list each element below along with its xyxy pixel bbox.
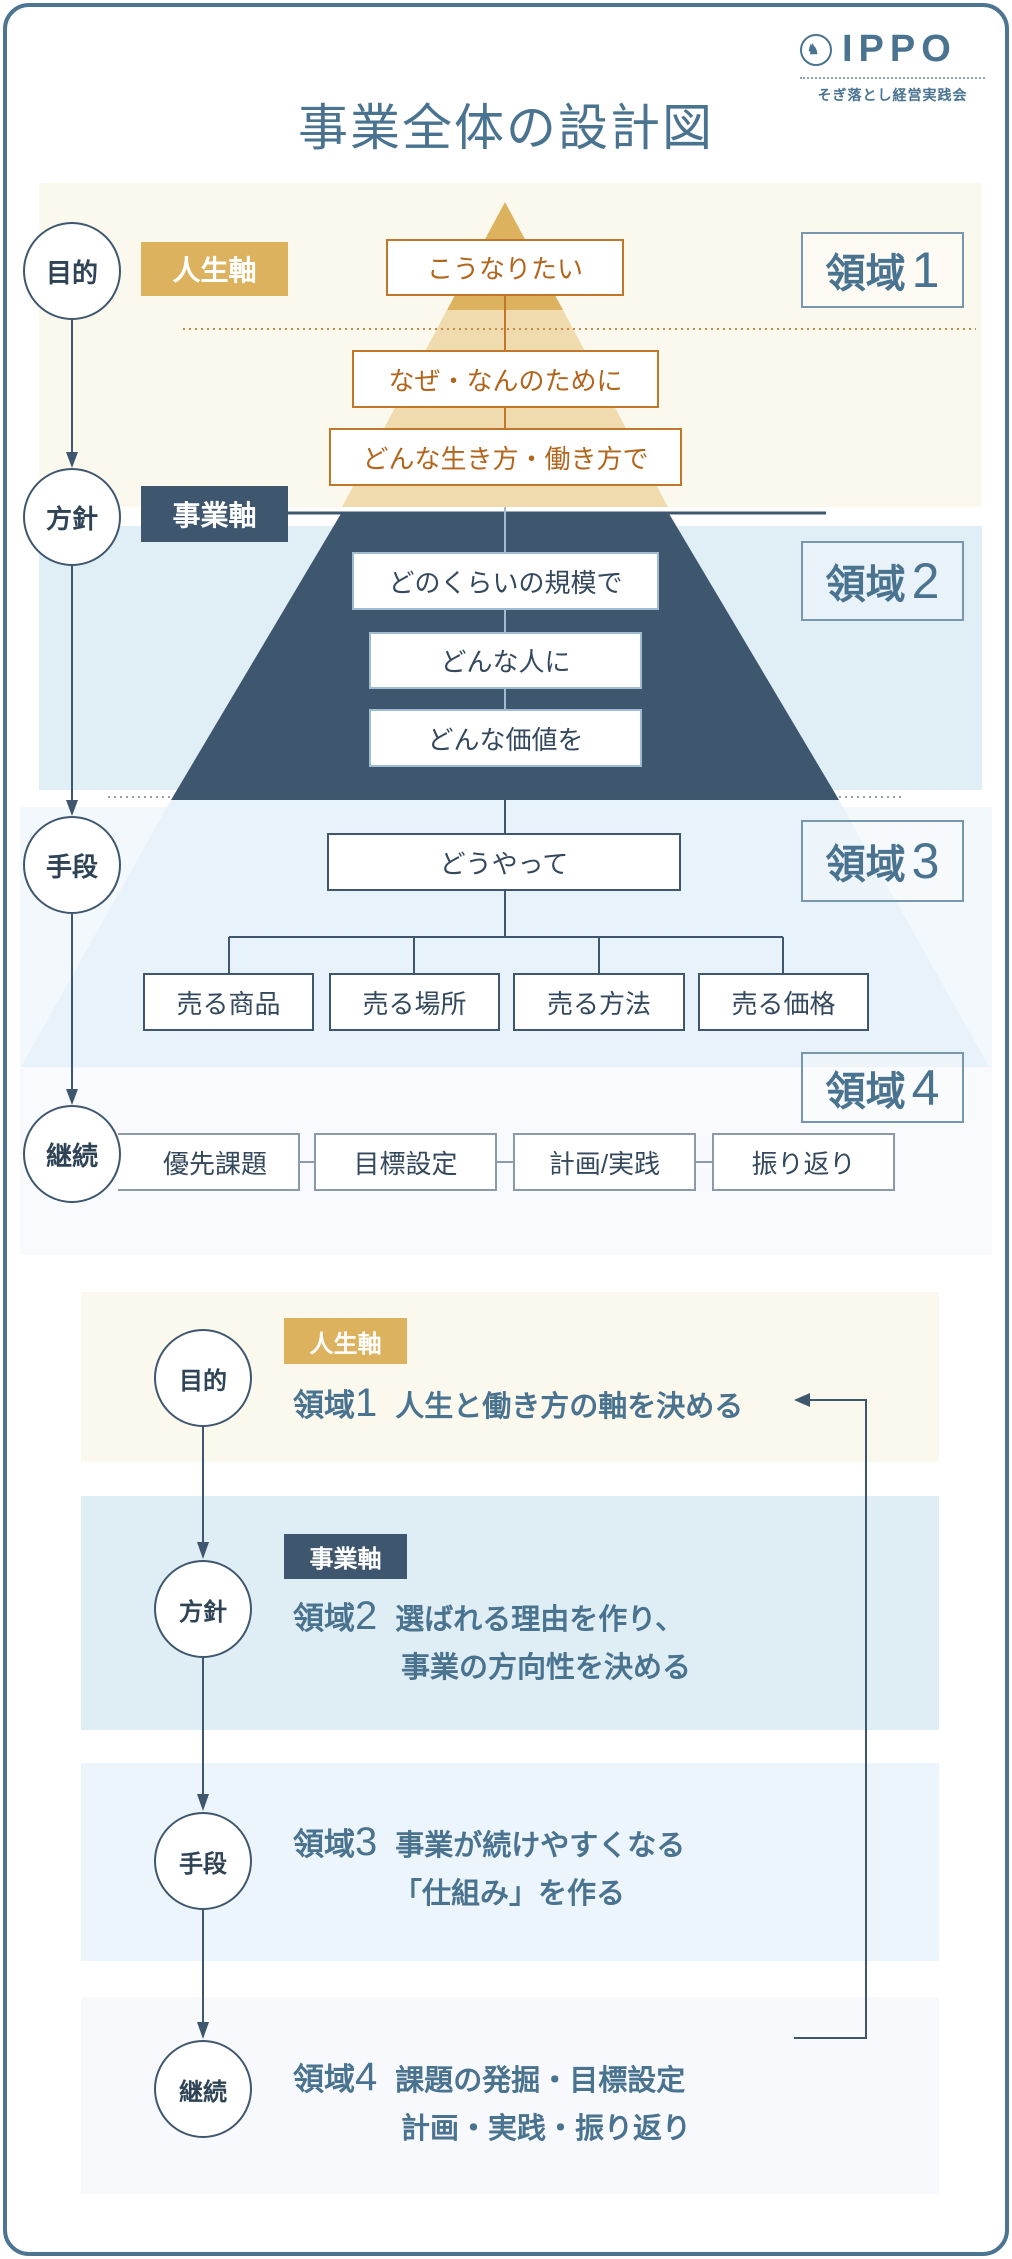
- logo: ♞ IPPO そぎ落とし経営実践会: [800, 28, 985, 105]
- life-box-how-to-live: どんな生き方・働き方で: [329, 428, 682, 486]
- method-child-product: 売る商品: [143, 973, 314, 1031]
- stage-circle-means: 手段: [23, 816, 121, 914]
- business-box-value: どんな価値を: [369, 709, 642, 767]
- life-axis-label: 人生軸: [141, 242, 288, 296]
- summary-business-axis: 事業軸: [284, 1534, 407, 1579]
- summary-circle-purpose: 目的: [154, 1329, 252, 1427]
- stage-flow-arrows: [66, 320, 78, 1105]
- summary-arrows: [197, 1393, 867, 2039]
- life-box-why: なぜ・なんのために: [352, 350, 659, 408]
- method-box: どうやって: [327, 833, 681, 891]
- continue-step-goal: 目標設定: [314, 1133, 497, 1191]
- feedback-loop-arrow: [794, 1399, 867, 2039]
- page-title: 事業全体の設計図: [298, 100, 714, 156]
- life-box-aspiration: こうなりたい: [386, 239, 624, 296]
- logo-divider: [800, 77, 985, 79]
- summary-circle-continue: 継続: [154, 2040, 252, 2138]
- logo-subtitle: そぎ落とし経営実践会: [817, 87, 968, 103]
- method-child-price: 売る価格: [698, 973, 869, 1031]
- summary-circle-means: 手段: [154, 1812, 252, 1910]
- continue-step-plan: 計画/実践: [513, 1133, 696, 1191]
- logo-name: IPPO: [842, 28, 957, 70]
- stage-circle-continue: 継続: [23, 1105, 121, 1203]
- continue-step-priority: 優先課題: [118, 1133, 300, 1191]
- continue-step-review: 振り返り: [712, 1133, 895, 1191]
- business-box-who: どんな人に: [369, 632, 642, 689]
- business-axis-label: 事業軸: [141, 486, 288, 542]
- summary-life-axis: 人生軸: [284, 1318, 407, 1364]
- business-box-scale: どのくらいの規模で: [352, 552, 659, 610]
- outer-frame: [3, 3, 1009, 2256]
- method-child-method: 売る方法: [513, 973, 685, 1031]
- summary-circle-policy: 方針: [154, 1560, 252, 1658]
- stage-circle-policy: 方針: [23, 468, 121, 566]
- stage-circle-purpose: 目的: [23, 222, 121, 320]
- method-child-place: 売る場所: [329, 973, 500, 1031]
- logo-horse-icon: ♞: [800, 33, 832, 66]
